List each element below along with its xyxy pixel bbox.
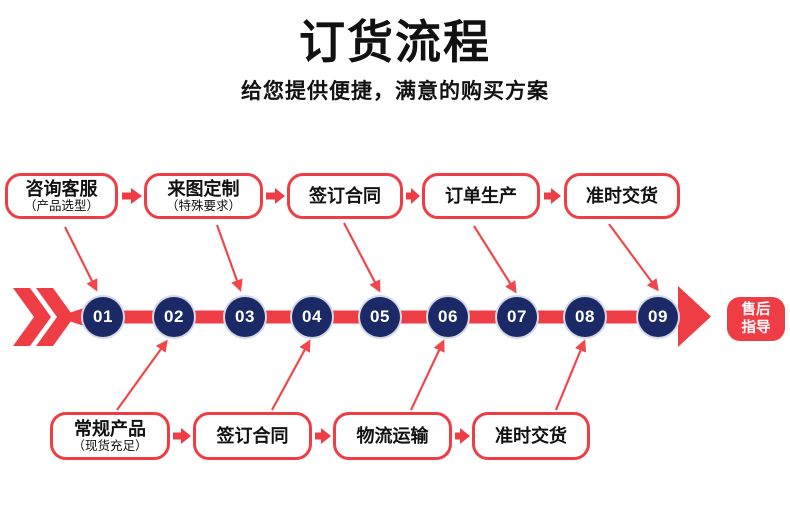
header: 订货流程 给您提供便捷，满意的购买方案 — [0, 16, 790, 104]
box-title: 签订合同 — [216, 426, 289, 446]
page-title: 订货流程 — [299, 16, 491, 68]
step-circle-1: 01 — [83, 297, 123, 337]
start-chevrons-icon — [13, 288, 84, 346]
top-box-order-production: 订单生产 — [422, 173, 540, 219]
box-title: 常规产品 — [74, 418, 146, 439]
box-title: 签订合同 — [309, 186, 381, 206]
bottom-box-logistics: 物流运输 — [333, 412, 452, 460]
connector-arrow — [215, 224, 243, 292]
arrow-right-icon — [406, 188, 420, 204]
after-sales-line1: 售后 — [741, 302, 771, 318]
bottom-box-regular-product: 常规产品 （现货充足） — [50, 412, 170, 460]
after-sales-badge: 售后 指导 — [727, 297, 785, 341]
step-circle-6: 06 — [428, 297, 468, 337]
arrow-right-icon — [266, 188, 285, 204]
bottom-box-on-time-delivery: 准时交货 — [472, 412, 590, 460]
box-subtitle: （现货充足） — [72, 438, 148, 453]
box-subtitle: （特殊要求） — [165, 198, 241, 213]
box-title: 来图定制 — [167, 178, 240, 199]
after-sales-line2: 指导 — [741, 320, 771, 336]
arrow-right-icon — [122, 188, 142, 204]
top-row-connector-arrows — [122, 188, 561, 204]
arrow-right-icon — [173, 428, 191, 444]
step-circle-5: 05 — [360, 297, 400, 337]
top-box-sign-contract: 签订合同 — [287, 173, 403, 219]
step-circle-3: 03 — [225, 297, 265, 337]
connector-arrow — [608, 223, 659, 292]
bottom-box-sign-contract: 签订合同 — [193, 412, 312, 460]
connector-arrow — [64, 226, 98, 292]
top-box-on-time-delivery: 准时交货 — [564, 173, 680, 219]
box-title: 准时交货 — [495, 426, 567, 446]
connector-arrow — [343, 222, 381, 293]
connector-arrow — [116, 339, 168, 411]
step-circle-7: 07 — [497, 297, 537, 337]
box-subtitle: （产品选型） — [23, 198, 99, 213]
arrow-right-icon — [544, 188, 561, 204]
box-title: 物流运输 — [356, 426, 429, 446]
bottom-diagonal-arrows — [116, 339, 587, 411]
connector-arrow — [554, 339, 587, 411]
step-circle-4: 04 — [292, 297, 332, 337]
connector-arrow — [271, 339, 311, 411]
connector-arrow — [410, 339, 445, 411]
step-circle-2: 02 — [154, 297, 194, 337]
box-title: 咨询客服 — [25, 178, 98, 199]
connector-arrow — [473, 225, 517, 294]
box-title: 订单生产 — [445, 186, 517, 206]
step-circle-8: 08 — [565, 297, 605, 337]
top-diagonal-arrows — [64, 222, 659, 294]
top-box-custom-design: 来图定制 （特殊要求） — [144, 173, 263, 219]
bottom-row-connector-arrows — [173, 428, 470, 444]
arrow-right-icon — [315, 428, 331, 444]
box-title: 准时交货 — [586, 186, 658, 206]
arrow-right-icon — [455, 428, 470, 444]
end-arrow-icon — [678, 286, 711, 347]
step-circle-9: 09 — [638, 297, 678, 337]
page-subtitle: 给您提供便捷，满意的购买方案 — [241, 80, 549, 103]
top-box-consult-service: 咨询客服 （产品选型） — [5, 173, 118, 219]
